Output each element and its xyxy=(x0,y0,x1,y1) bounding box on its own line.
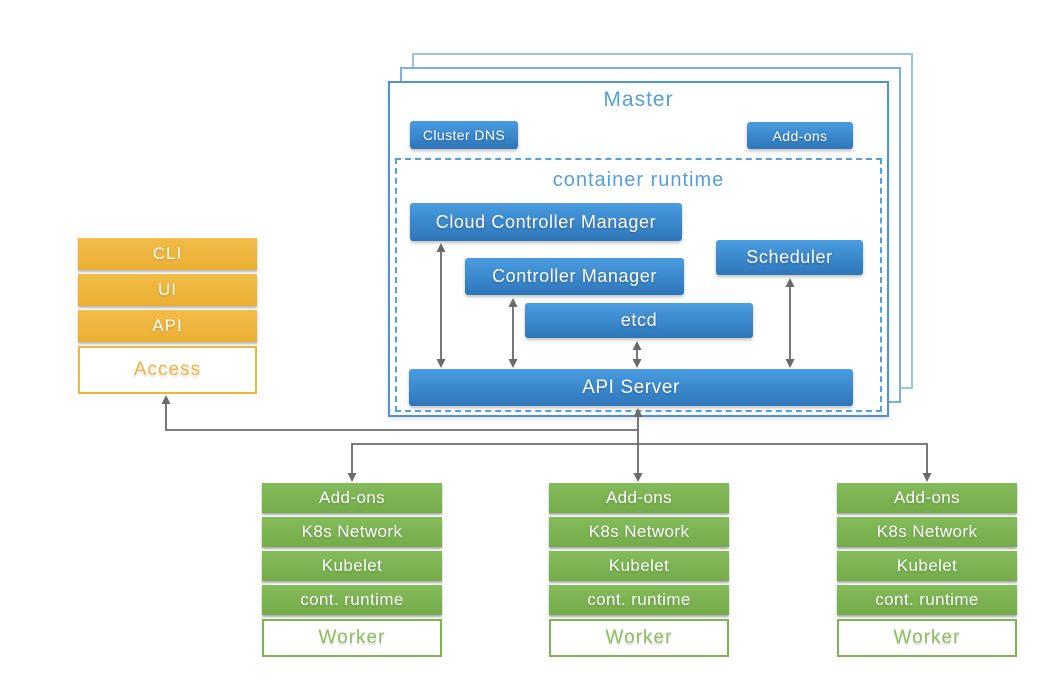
worker-row-kubelet: Kubelet xyxy=(262,551,442,581)
scheduler-box: Scheduler xyxy=(716,240,863,275)
worker-row-addons: Add-ons xyxy=(549,483,729,513)
container-runtime-title: container runtime xyxy=(552,169,725,191)
arrowhead-down-worker3 xyxy=(922,473,932,482)
cloud-controller-manager-box: Cloud Controller Manager xyxy=(410,203,682,241)
worker-label: Worker xyxy=(262,619,442,657)
worker-row-k8s-network: K8s Network xyxy=(549,517,729,547)
worker-node-3: Add-ons K8s Network Kubelet cont. runtim… xyxy=(837,483,1017,657)
arrowhead-down-worker2 xyxy=(633,473,643,482)
access-item-cli: CLI xyxy=(78,238,257,270)
worker-row-cont-runtime: cont. runtime xyxy=(549,585,729,615)
worker-row-k8s-network: K8s Network xyxy=(837,517,1017,547)
worker-node-2: Add-ons K8s Network Kubelet cont. runtim… xyxy=(549,483,729,657)
arrowhead-up-access xyxy=(161,395,171,404)
access-item-ui: UI xyxy=(78,274,257,306)
access-item-api: API xyxy=(78,310,257,342)
controller-manager-box: Controller Manager xyxy=(465,258,684,295)
worker-row-addons: Add-ons xyxy=(837,483,1017,513)
worker-label: Worker xyxy=(837,619,1017,657)
line-apiserver-worker1-worker3 xyxy=(352,444,927,474)
worker-label: Worker xyxy=(549,619,729,657)
worker-row-kubelet: Kubelet xyxy=(837,551,1017,581)
api-server-box: API Server xyxy=(409,369,853,406)
worker-row-k8s-network: K8s Network xyxy=(262,517,442,547)
worker-row-kubelet: Kubelet xyxy=(549,551,729,581)
arrowhead-down-worker1 xyxy=(347,473,357,482)
worker-row-addons: Add-ons xyxy=(262,483,442,513)
master-title: Master xyxy=(603,88,674,111)
worker-row-cont-runtime: cont. runtime xyxy=(837,585,1017,615)
access-label-box: Access xyxy=(78,346,257,394)
etcd-box: etcd xyxy=(525,303,753,338)
worker-row-cont-runtime: cont. runtime xyxy=(262,585,442,615)
cluster-dns-box: Cluster DNS xyxy=(410,121,518,149)
worker-node-1: Add-ons K8s Network Kubelet cont. runtim… xyxy=(262,483,442,657)
master-addons-box: Add-ons xyxy=(747,122,853,149)
